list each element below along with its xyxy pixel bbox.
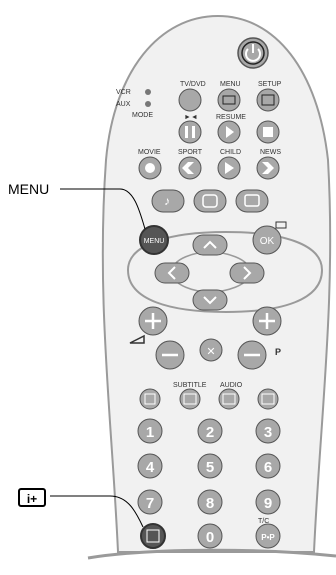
setup-button[interactable]	[256, 88, 280, 112]
menu-top-button[interactable]	[217, 88, 241, 112]
nav-ring	[126, 230, 324, 314]
zoom-icon	[261, 393, 275, 405]
rewind-icon	[182, 162, 194, 174]
setup-icon	[261, 94, 275, 106]
rewind-button[interactable]	[178, 156, 202, 180]
right-arrow-icon	[243, 266, 252, 280]
subtitle-label: SUBTITLE	[173, 382, 207, 389]
digit-2-label: 2	[206, 424, 214, 441]
picture-format-button[interactable]	[193, 189, 227, 213]
audio-label: AUDIO	[220, 382, 243, 389]
subtitle-button[interactable]	[179, 388, 201, 410]
digit-9-button[interactable]	[255, 489, 281, 515]
music-note-icon: ♪	[164, 194, 170, 208]
prev-label: ►◄	[184, 114, 198, 121]
mute-button[interactable]	[199, 338, 223, 362]
digit-8-button[interactable]	[197, 489, 223, 515]
record-icon	[145, 163, 155, 173]
zoom-button[interactable]	[257, 388, 279, 410]
volume-icon	[129, 334, 145, 344]
stop-icon	[263, 127, 273, 137]
up-arrow-icon	[203, 240, 217, 249]
screen-icon	[244, 194, 260, 207]
menu-top-label: MENU	[220, 81, 241, 88]
play-icon	[225, 162, 234, 174]
power-icon	[245, 44, 261, 62]
tvdvd-button[interactable]	[178, 88, 202, 112]
mute-icon: ✕	[206, 346, 215, 358]
vcr-label: VCR	[116, 89, 131, 96]
right-button[interactable]	[229, 262, 265, 284]
down-button[interactable]	[192, 289, 228, 311]
digit-4-label: 4	[146, 459, 155, 476]
program-label: P	[275, 347, 281, 357]
digit-0-label: 0	[206, 529, 214, 546]
digit-0-button[interactable]	[197, 523, 223, 549]
audio-icon	[222, 393, 236, 405]
up-button[interactable]	[192, 234, 228, 256]
screen-button[interactable]	[235, 189, 269, 213]
remote-cut-line	[87, 548, 336, 560]
movie-label: MOVIE	[138, 149, 161, 156]
digit-3-button[interactable]	[255, 418, 281, 444]
left-button[interactable]	[154, 262, 190, 284]
news-label: NEWS	[260, 149, 281, 156]
digit-5-label: 5	[206, 459, 214, 476]
music-button[interactable]	[151, 189, 185, 213]
digit-6-label: 6	[264, 459, 272, 476]
digit-5-button[interactable]	[197, 453, 223, 479]
pause-button[interactable]	[178, 120, 202, 144]
fast-forward-icon	[262, 162, 274, 174]
subtitle-icon	[183, 393, 197, 405]
digit-3-label: 3	[264, 424, 272, 441]
digit-6-button[interactable]	[255, 453, 281, 479]
tc-label: T/C	[258, 518, 269, 525]
info-plus-icon	[146, 529, 160, 543]
digit-1-button[interactable]	[137, 418, 163, 444]
menu-callout-label: MENU	[8, 181, 49, 197]
mode-label: MODE	[132, 112, 153, 119]
pp-button[interactable]	[255, 523, 281, 549]
digit-1-label: 1	[146, 424, 154, 441]
program-plus-icon	[259, 313, 275, 329]
sport-label: SPORT	[178, 149, 203, 156]
digit-4-button[interactable]	[137, 453, 163, 479]
teletext-icon	[275, 221, 287, 229]
format-icon	[144, 393, 156, 405]
menu-button-label: MENU	[144, 238, 165, 245]
plus-icon	[145, 313, 161, 329]
info-callout-line	[50, 495, 144, 528]
info-button[interactable]	[140, 523, 166, 549]
pp-button-label: P•P	[261, 533, 275, 542]
digit-7-button[interactable]	[137, 489, 163, 515]
menu-button[interactable]	[139, 225, 169, 255]
digit-8-label: 8	[206, 495, 214, 512]
info-callout-icon	[18, 488, 46, 507]
format-button[interactable]	[139, 388, 161, 410]
down-arrow-icon	[203, 296, 217, 305]
tvdvd-label: TV/DVD	[180, 81, 206, 88]
aux-label: AUX	[116, 101, 131, 108]
child-label: CHILD	[220, 149, 241, 156]
left-arrow-icon	[167, 266, 176, 280]
digit-7-label: 7	[146, 495, 154, 512]
picture-format-icon	[202, 194, 218, 208]
vcr-led	[145, 89, 151, 95]
digit-9-label: 9	[264, 495, 272, 512]
info-callout-label: i+	[27, 492, 37, 506]
remote-body	[101, 14, 332, 553]
pause-icon	[185, 126, 195, 138]
setup-label: SETUP	[258, 81, 282, 88]
ok-button[interactable]	[252, 225, 282, 255]
audio-button[interactable]	[218, 388, 240, 410]
menu-callout-line	[60, 188, 146, 230]
digit-2-button[interactable]	[197, 418, 223, 444]
resume-label: RESUME	[216, 114, 246, 121]
ok-button-label: OK	[260, 236, 275, 247]
menu-top-icon	[222, 95, 236, 105]
aux-led	[145, 101, 151, 107]
resume-icon	[226, 126, 234, 138]
